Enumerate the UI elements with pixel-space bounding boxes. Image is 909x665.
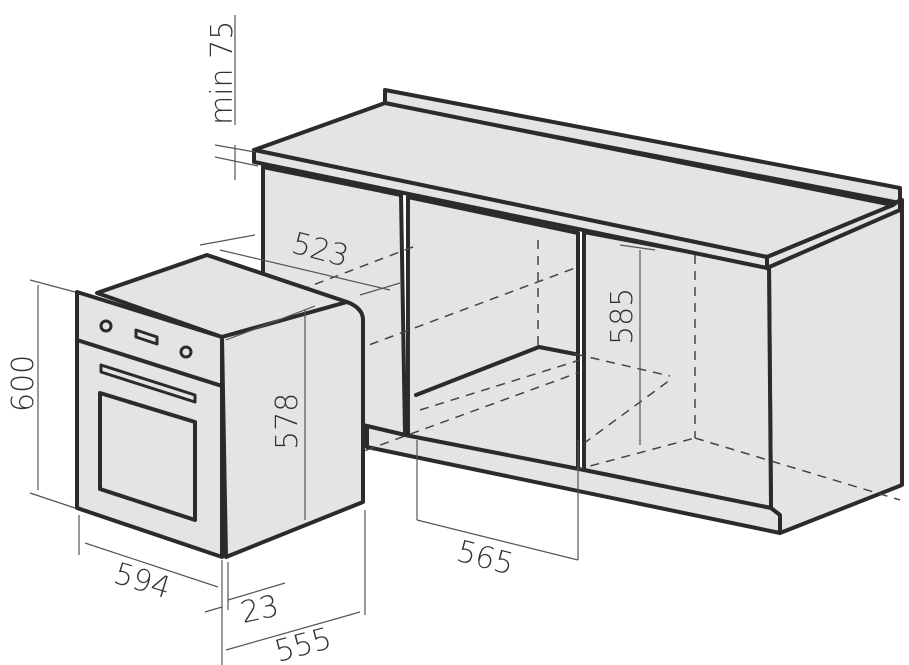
oven [75, 253, 365, 559]
dim-oven-width: 594 [110, 556, 175, 606]
dim-oven-body-height: 578 [270, 393, 305, 450]
hidden-edges [229, 240, 901, 501]
kitchen-cabinet [229, 88, 904, 535]
oven-display [134, 328, 159, 346]
dimension-lines [29, 15, 656, 665]
oven-door-handle [99, 363, 197, 404]
dim-opening-width: 565 [453, 534, 517, 583]
oven-knob-left [99, 319, 113, 333]
dim-clearance-top: min 75 [205, 21, 240, 125]
dim-front-panel-depth: 23 [237, 589, 282, 631]
opening-floor [414, 344, 577, 397]
oven-knob-right [179, 345, 193, 359]
oven-side [220, 300, 365, 559]
dim-oven-body-depth: 555 [271, 621, 335, 665]
cabinet-plinth [365, 424, 782, 535]
cabinet-right-door [582, 230, 773, 510]
oven-window [98, 391, 197, 522]
dim-oven-total-height: 600 [6, 355, 41, 412]
dim-opening-height: 585 [605, 288, 640, 345]
countertop-right-edge [765, 198, 902, 270]
cabinet-opening [406, 195, 580, 472]
